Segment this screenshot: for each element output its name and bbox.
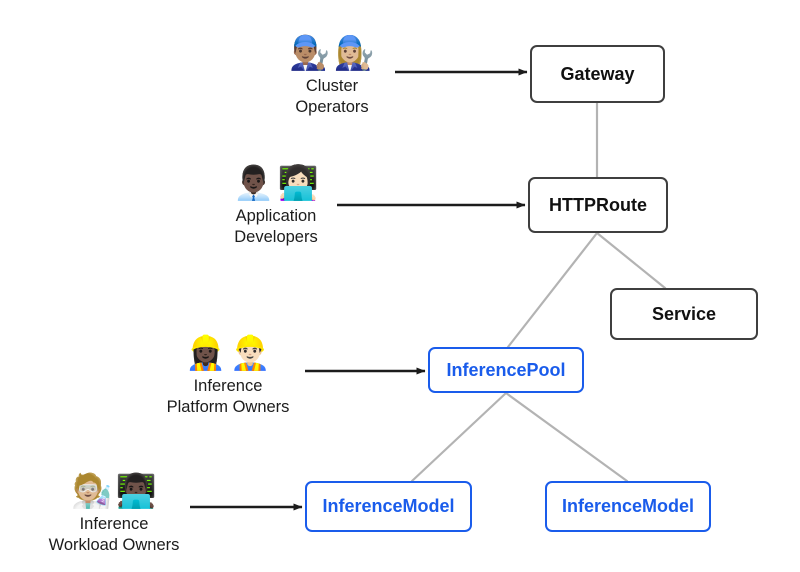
node-label-httproute: HTTPRoute xyxy=(549,194,647,215)
persona-inference-workload-owners: 🧑🏼‍🔬 👨🏿‍💻 Inference Workload Owners xyxy=(40,470,188,555)
node-inferencemodel-1[interactable]: InferenceModel xyxy=(305,481,472,532)
persona-inference-platform-owners: 👷🏿‍♀️ 👷🏻‍♂️ Inference Platform Owners xyxy=(158,332,298,417)
node-service[interactable]: Service xyxy=(610,288,758,340)
persona-icons: 👨🏽‍🔧 👩🏼‍🔧 xyxy=(289,32,374,72)
node-label-service: Service xyxy=(651,303,717,324)
node-label-gateway: Gateway xyxy=(560,63,635,84)
technologist-man-icon: 👨🏿‍💻 xyxy=(115,471,157,509)
node-inferencemodel-2[interactable]: InferenceModel xyxy=(545,481,711,532)
scientist-icon: 🧑🏼‍🔬 xyxy=(71,471,113,509)
persona-icons: 👷🏿‍♀️ 👷🏻‍♂️ xyxy=(185,332,270,372)
construction-worker-man-icon: 👷🏻‍♂️ xyxy=(229,333,271,371)
connector-httproute-inferencepool xyxy=(506,231,599,349)
connector-httproute-service xyxy=(595,231,667,290)
persona-label-application-developers: Application Developers xyxy=(234,207,318,246)
persona-icons: 🧑🏼‍🔬 👨🏿‍💻 xyxy=(71,470,156,510)
node-inferencepool[interactable]: InferencePool xyxy=(428,347,584,393)
node-label-inferencepool: InferencePool xyxy=(446,359,566,380)
node-httproute[interactable]: HTTPRoute xyxy=(528,177,668,233)
mechanic-woman-icon: 👩🏼‍🔧 xyxy=(333,33,375,71)
construction-worker-woman-icon: 👷🏿‍♀️ xyxy=(185,333,227,371)
technologist-woman-icon: 👩🏻‍💻 xyxy=(277,163,319,201)
persona-label-inference-workload-owners: Inference Workload Owners xyxy=(48,515,180,554)
persona-application-developers: 👨🏿‍💼 👩🏻‍💻 Application Developers xyxy=(208,162,344,247)
persona-cluster-operators: 👨🏽‍🔧 👩🏼‍🔧 Cluster Operators xyxy=(268,32,396,117)
node-gateway[interactable]: Gateway xyxy=(530,45,665,103)
node-label-inferencemodel-1: InferenceModel xyxy=(322,496,455,517)
connector-inferencepool-inferencemodel-2 xyxy=(504,391,629,483)
persona-label-inference-platform-owners: Inference Platform Owners xyxy=(166,377,290,416)
persona-label-cluster-operators: Cluster Operators xyxy=(295,77,369,116)
persona-icons: 👨🏿‍💼 👩🏻‍💻 xyxy=(233,162,318,202)
connector-inferencepool-inferencemodel-1 xyxy=(410,391,508,483)
office-worker-man-icon: 👨🏿‍💼 xyxy=(233,163,275,201)
node-label-inferencemodel-2: InferenceModel xyxy=(561,496,695,517)
mechanic-man-icon: 👨🏽‍🔧 xyxy=(289,33,331,71)
